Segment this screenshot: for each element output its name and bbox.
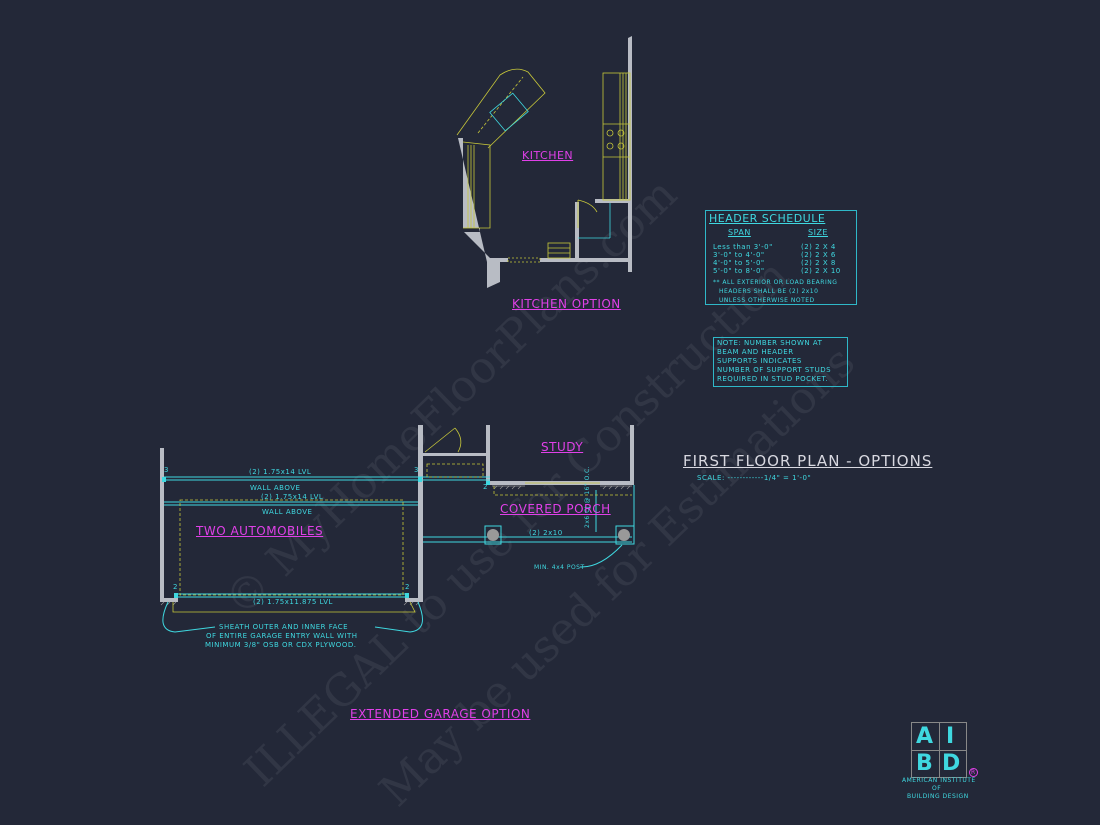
note-line-0: NOTE: NUMBER SHOWN AT [717, 339, 823, 347]
study-room-label: STUDY [541, 440, 584, 454]
schedule-footnote-2: UNLESS OTHERWISE NOTED [719, 297, 815, 304]
sheath-note-1: OF ENTIRE GARAGE ENTRY WALL WITH [206, 632, 358, 640]
schedule-size-3: (2) 2 X 10 [801, 267, 841, 275]
logo-line-1: OF [932, 785, 942, 792]
kitchen-room-label: KITCHEN [522, 149, 574, 162]
schedule-span-2: 4'-0" to 5'-0" [713, 259, 765, 267]
logo-line-0: AMERICAN INSTITUTE [902, 777, 976, 784]
porch-beam-label: (2) 2x10 [529, 529, 563, 537]
garage-beam-1: (2) 1.75x14 LVL [249, 468, 312, 476]
schedule-span-1: 3'-0" to 4'-0" [713, 251, 765, 259]
note-line-2: SUPPORTS INDICATES [717, 357, 802, 365]
porch-joist-label: 2x6 CJ @ 16" O.C. [584, 465, 591, 528]
garage-option-title: EXTENDED GARAGE OPTION [350, 707, 531, 721]
header-schedule-table: HEADER SCHEDULE SPAN SIZE Less than 3'-0… [705, 210, 857, 305]
logo-registered-mark: R [969, 768, 978, 777]
stud-count-2: 3 [414, 466, 419, 474]
schedule-footnote-1: HEADERS SHALL BE (2) 2x10 [719, 288, 819, 295]
garage-beam-3: (2) 1.75x11.875 LVL [253, 598, 333, 606]
note-line-1: BEAM AND HEADER [717, 348, 794, 356]
schedule-span-3: 5'-0" to 8'-0" [713, 267, 765, 275]
wall-above-1: WALL ABOVE [250, 484, 301, 492]
kitchen-option-title: KITCHEN OPTION [512, 297, 621, 311]
stud-count-5: 2 [405, 583, 410, 591]
header-schedule-title: HEADER SCHEDULE [709, 212, 826, 225]
stud-note-box: NOTE: NUMBER SHOWN AT BEAM AND HEADER SU… [713, 337, 848, 387]
stud-count-4: 2 [173, 583, 178, 591]
stud-count-3: 2 [483, 483, 488, 491]
schedule-size-1: (2) 2 X 6 [801, 251, 836, 259]
stud-count-1: 3 [164, 466, 169, 474]
wall-above-2: WALL ABOVE [262, 508, 313, 516]
plan-title: FIRST FLOOR PLAN - OPTIONS [683, 452, 933, 470]
schedule-size-2: (2) 2 X 8 [801, 259, 836, 267]
garage-beam-2: (2) 1.75x14 LVL [261, 493, 324, 501]
schedule-span-0: Less than 3'-0" [713, 243, 773, 251]
col-size-header: SIZE [808, 228, 828, 237]
schedule-footnote-0: ** ALL EXTERIOR OR LOAD BEARING [713, 279, 838, 286]
aibd-logo: A I B D [911, 722, 967, 778]
sheath-note-2: MINIMUM 3/8" OSB OR CDX PLYWOOD. [205, 641, 357, 649]
garage-room-label: TWO AUTOMOBILES [196, 524, 324, 538]
porch-room-label: COVERED PORCH [500, 502, 611, 516]
garage-plan [160, 425, 635, 633]
note-line-4: REQUIRED IN STUD POCKET. [717, 375, 829, 383]
sheath-note-0: SHEATH OUTER AND INNER FACE [219, 623, 349, 631]
plan-scale: SCALE: ------------1/4" = 1'-0" [697, 474, 812, 482]
kitchen-plan [456, 36, 632, 288]
schedule-size-0: (2) 2 X 4 [801, 243, 836, 251]
logo-line-2: BUILDING DESIGN [907, 793, 969, 800]
note-line-3: NUMBER OF SUPPORT STUDS [717, 366, 832, 374]
col-span-header: SPAN [728, 228, 751, 237]
post-note: MIN. 4x4 POST [534, 564, 585, 571]
